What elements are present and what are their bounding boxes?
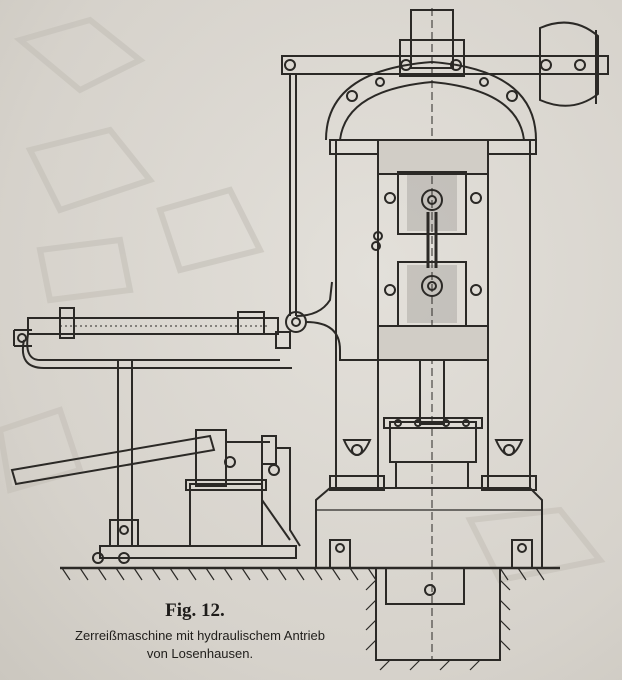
- caption-line-1: Zerreißmaschine mit hydraulischem Antrie…: [75, 628, 325, 643]
- caption-line-2: von Losenhausen.: [146, 646, 254, 661]
- indicator-scale: [13, 307, 292, 369]
- lever-beam: [281, 55, 609, 75]
- figure-label: Fig. 12.: [165, 600, 225, 621]
- counterweight: [539, 21, 599, 107]
- test-specimen: [426, 212, 438, 268]
- upper-crosshead: [371, 139, 489, 251]
- bleed-through-texture: [0, 16, 606, 584]
- hand-pump: [10, 429, 301, 547]
- right-column: [481, 139, 537, 491]
- support-post: [92, 359, 297, 564]
- left-column: [329, 139, 385, 491]
- pressure-pipe: [285, 74, 378, 361]
- lower-crosshead: [377, 261, 489, 425]
- machine-base: [315, 487, 543, 569]
- hydraulic-cylinder: [383, 417, 483, 489]
